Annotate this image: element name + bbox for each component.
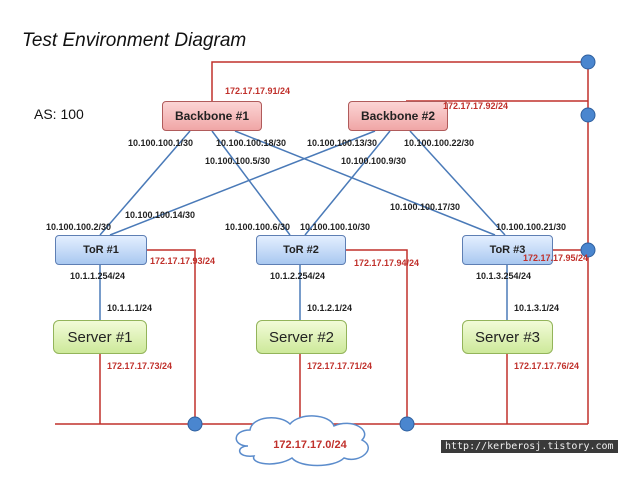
link-label: 10.100.100.22/30 <box>404 138 475 148</box>
junction-dot <box>580 107 596 123</box>
link-label: 10.1.2.254/24 <box>270 271 326 281</box>
link-bb1-tor3 <box>234 130 496 236</box>
link-label: 10.1.1.254/24 <box>70 271 126 281</box>
link-label: 10.100.100.10/30 <box>300 222 371 232</box>
mgmt-ip-label: 172.17.17.76/24 <box>514 361 580 371</box>
link-label: 10.100.100.21/30 <box>496 222 567 232</box>
server1-node[interactable]: Server #1 <box>53 320 147 354</box>
backbone1-node[interactable]: Backbone #1 <box>162 101 262 131</box>
diagram-title: Test Environment Diagram <box>22 30 247 51</box>
link-label: 10.1.2.1/24 <box>307 303 353 313</box>
mgmt-line-tor1 <box>147 249 196 424</box>
mgmt-ip-label: 172.17.17.94/24 <box>354 258 420 268</box>
link-label: 10.100.100.1/30 <box>128 138 194 148</box>
tor1-node[interactable]: ToR #1 <box>55 235 147 265</box>
server3-node[interactable]: Server #3 <box>462 320 553 354</box>
network-cloud <box>235 415 369 467</box>
backbone2-node[interactable]: Backbone #2 <box>348 101 448 131</box>
tor3-node[interactable]: ToR #3 <box>462 235 553 265</box>
as-number-label: AS: 100 <box>34 106 84 122</box>
mgmt-ip-label: 172.17.17.73/24 <box>107 361 173 371</box>
link-label: 10.100.100.14/30 <box>125 210 196 220</box>
link-label: 10.100.100.6/30 <box>225 222 291 232</box>
link-label: 10.100.100.2/30 <box>46 222 112 232</box>
link-label: 10.1.1.1/24 <box>107 303 153 313</box>
management-network-label: 172.17.17.0/24 <box>273 439 347 451</box>
mgmt-ip-label: 172.17.17.91/24 <box>225 86 291 96</box>
link-label: 10.1.3.1/24 <box>514 303 560 313</box>
link-label: 10.100.100.9/30 <box>341 156 407 166</box>
link-bb2-tor2 <box>304 130 391 236</box>
watermark-url: http://kerberosj.tistory.com <box>441 440 618 453</box>
link-label: 10.100.100.18/30 <box>216 138 287 148</box>
mgmt-line-tor2 <box>345 249 408 424</box>
mgmt-ip-label: 172.17.17.95/24 <box>523 253 589 263</box>
mgmt-ip-label: 172.17.17.71/24 <box>307 361 373 371</box>
mgmt-ip-label: 172.17.17.93/24 <box>150 256 216 266</box>
server2-node[interactable]: Server #2 <box>256 320 347 354</box>
tor2-node[interactable]: ToR #2 <box>256 235 346 265</box>
mgmt-ip-label: 172.17.17.92/24 <box>443 101 509 111</box>
link-label: 10.1.3.254/24 <box>476 271 532 281</box>
junction-dot <box>187 416 203 432</box>
link-label: 10.100.100.17/30 <box>390 202 461 212</box>
link-label: 10.100.100.5/30 <box>205 156 271 166</box>
link-bb1-tor1 <box>99 130 191 236</box>
mgmt-line-backbone1 <box>211 61 588 101</box>
backbone-links <box>99 130 508 320</box>
junction-dot <box>580 242 596 258</box>
link-label: 10.100.100.13/30 <box>307 138 378 148</box>
link-bb2-tor1 <box>109 130 376 236</box>
link-bb1-tor2 <box>211 130 291 236</box>
junction-dot <box>399 416 415 432</box>
junction-dot <box>580 54 596 70</box>
junction-dots <box>187 54 596 432</box>
link-bb2-tor3 <box>409 130 506 236</box>
